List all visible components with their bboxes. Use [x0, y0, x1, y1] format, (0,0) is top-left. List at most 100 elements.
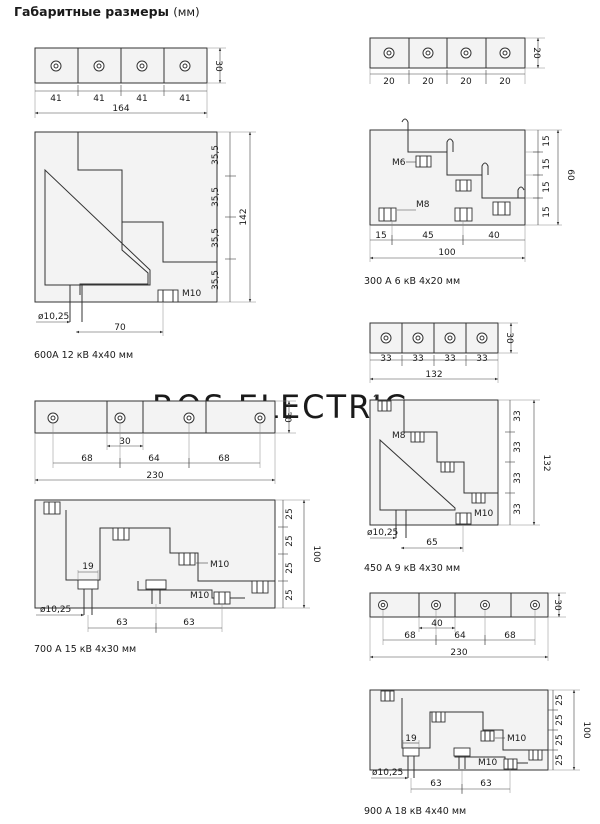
- m10-bolt-icon: [455, 512, 472, 525]
- bolt-label: М10: [478, 758, 497, 768]
- dim-label: 20: [531, 47, 541, 59]
- dim-label: 35,5: [211, 187, 221, 207]
- dim-label: 33: [412, 354, 423, 364]
- dim-label: 41: [179, 94, 190, 104]
- dim-label: 30: [552, 599, 562, 611]
- dim-label: 64: [148, 454, 160, 464]
- dim-label: 15: [542, 158, 552, 169]
- dim-label: 25: [555, 714, 565, 725]
- dim-label: 19: [405, 734, 417, 744]
- caption: 900 А 18 кВ 4х40 мм: [364, 806, 466, 817]
- dim-label: 25: [555, 734, 565, 745]
- dim-label: 63: [430, 779, 441, 789]
- m6-bolt-icon: [455, 179, 472, 192]
- pin-label: ø10,25: [40, 605, 71, 615]
- bolt-label: М10: [182, 289, 201, 299]
- pin-head: [453, 747, 471, 757]
- page-title-text: Габаритные размеры: [14, 4, 169, 19]
- bolt-label: М10: [507, 734, 526, 744]
- dim-label: 100: [438, 248, 455, 258]
- dim-label: 35,5: [211, 270, 221, 290]
- dim-label: 35,5: [211, 228, 221, 248]
- drawing-300a-top-view: 20 20 20 20 20: [369, 37, 545, 87]
- drawing-700a-top-view: 30 68 64 68 230 30: [34, 400, 296, 484]
- dim-label: 33: [513, 472, 523, 483]
- m10-bolt-icon: [43, 501, 61, 515]
- dim-label: 70: [114, 323, 126, 333]
- dim-label: 164: [112, 104, 129, 114]
- m10-bolt-icon: [251, 580, 269, 594]
- dim-label: 35,5: [211, 145, 221, 165]
- dim-label: 68: [404, 631, 416, 641]
- dim-label: 25: [285, 562, 295, 573]
- pin-head: [145, 579, 167, 590]
- dim-label: 33: [476, 354, 487, 364]
- m10-bolt-icon: [112, 527, 130, 541]
- dim-label: 63: [116, 618, 127, 628]
- caption: 600А 12 кВ 4х40 мм: [34, 350, 133, 361]
- dim-label: 25: [285, 535, 295, 546]
- dim-label: 64: [454, 631, 466, 641]
- bolt-label: М10: [190, 591, 209, 601]
- dim-label: 20: [499, 77, 511, 87]
- insulator-body: [34, 131, 218, 303]
- dim-label: 20: [460, 77, 472, 87]
- m10-bolt-icon: [503, 758, 518, 770]
- dim-label: 15: [375, 231, 386, 241]
- drawing-300a: 20 20 20 20 20 М6 М8: [364, 37, 575, 287]
- pin-head: [402, 747, 420, 757]
- m8-bolt-icon: [377, 400, 392, 412]
- dim-label: 30: [282, 411, 292, 423]
- dim-label: 41: [136, 94, 147, 104]
- pin-label: ø10,25: [372, 768, 403, 778]
- dim-label: 33: [380, 354, 391, 364]
- dim-label: 45: [422, 231, 433, 241]
- drawing-900a: 40 68 64 68 230 30 М10 М10: [364, 592, 591, 817]
- busbar-plate: [369, 592, 549, 618]
- m10-bolt-icon: [480, 730, 495, 742]
- dim-label: 25: [285, 589, 295, 600]
- m8-bolt-icon: [410, 431, 425, 443]
- dim-label: 33: [513, 410, 523, 421]
- m10-bolt-icon: [528, 749, 543, 761]
- dim-label: 19: [82, 562, 94, 572]
- m8-bolt-icon: [440, 461, 455, 473]
- dim-label: 40: [431, 619, 443, 629]
- bolt-label: М10: [210, 560, 229, 570]
- pin-label: ø10,25: [38, 312, 69, 322]
- dim-label: 100: [581, 721, 591, 738]
- dim-label: 25: [285, 508, 295, 519]
- dim-label: 40: [488, 231, 500, 241]
- dim-label: 15: [542, 135, 552, 146]
- dim-label: 142: [239, 208, 249, 225]
- dim-label: 20: [422, 77, 434, 87]
- dim-label: 68: [504, 631, 516, 641]
- drawing-600a: 41 41 41 41 164 30 М10: [34, 47, 256, 361]
- dim-label: 30: [213, 60, 223, 72]
- m8-bolt-icon: [492, 201, 511, 216]
- dim-label: 132: [425, 370, 442, 380]
- dim-label: 65: [426, 538, 437, 548]
- dim-label: 30: [504, 332, 514, 344]
- caption: 700 А 15 кВ 4х30 мм: [34, 644, 136, 655]
- m6-bolt-icon: [415, 155, 432, 168]
- drawing-600a-top-view: 41 41 41 41 164 30: [34, 47, 226, 118]
- insulator-body: [369, 399, 499, 526]
- dim-label: 68: [81, 454, 93, 464]
- dim-label: 60: [565, 169, 575, 181]
- bolt-label: М8: [416, 200, 430, 210]
- bolt-label: М10: [474, 509, 493, 519]
- m10-bolt-icon: [178, 552, 196, 566]
- dim-label: 30: [119, 437, 131, 447]
- caption: 450 А 9 кВ 4х30 мм: [364, 563, 460, 574]
- dim-label: 20: [383, 77, 395, 87]
- pin-label: ø10,25: [367, 528, 398, 538]
- dim-label: 33: [513, 503, 523, 514]
- drawing-450a: 33 33 33 33 132 30 М8 М10: [364, 322, 551, 574]
- bolt-label: М8: [392, 431, 406, 441]
- caption: 300 А 6 кВ 4х20 мм: [364, 276, 460, 287]
- dim-label: 33: [444, 354, 455, 364]
- m8-bolt-icon: [378, 207, 397, 222]
- drawing-900a-top-view: 40 68 64 68 230 30: [369, 592, 566, 661]
